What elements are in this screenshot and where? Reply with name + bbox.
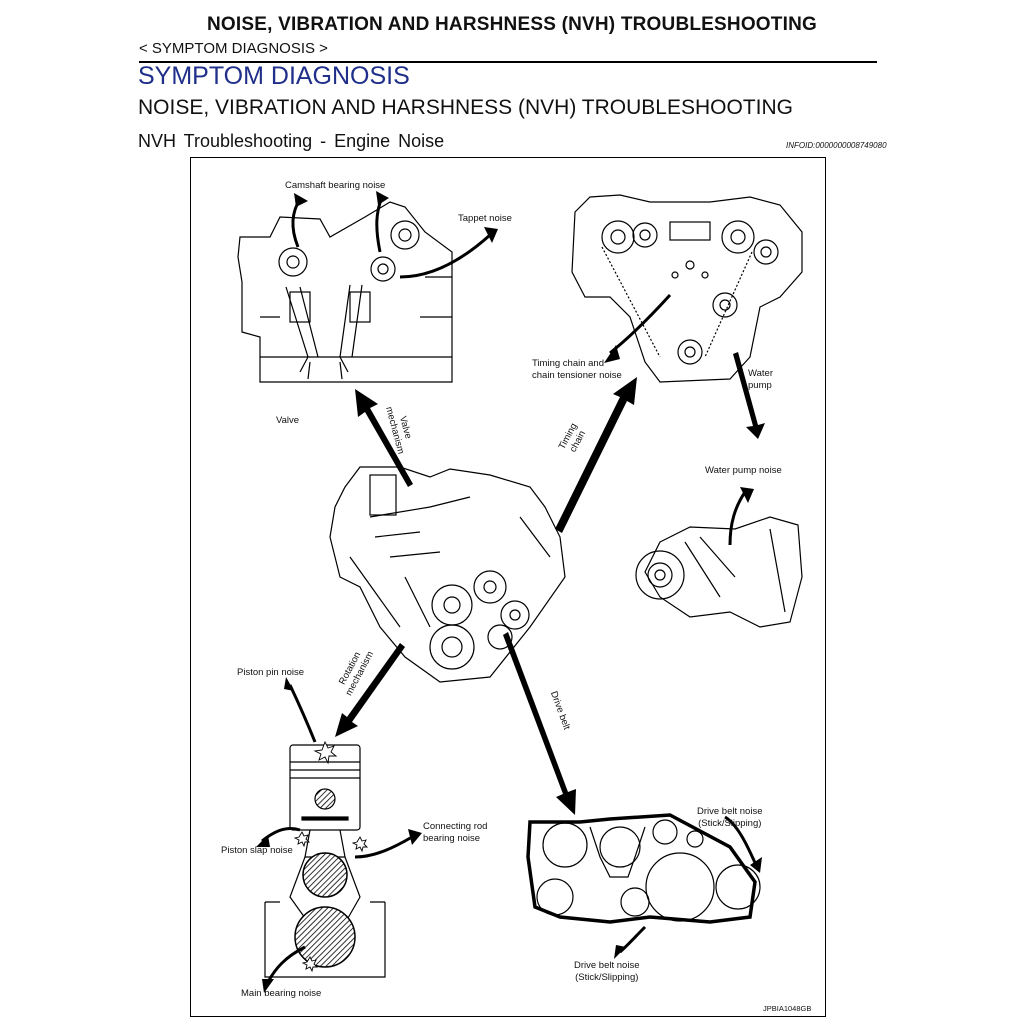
header-rule xyxy=(139,61,877,63)
connecting-rod-bearing-noise-label: Connecting rod bearing noise xyxy=(423,821,488,844)
valve-label: Valve xyxy=(276,415,300,426)
tappet-noise-label: Tappet noise xyxy=(458,213,512,224)
figure-frame xyxy=(190,157,826,1017)
camshaft-bearing-noise-label: Camshaft bearing noise xyxy=(285,180,386,191)
timing-chain-noise-label: Timing chain and chain tensioner noise xyxy=(532,358,622,381)
piston-pin-bearing xyxy=(314,788,336,810)
info-id: INFOID:0000000008749080 xyxy=(786,141,887,150)
figure-code: JPBIA1048GB xyxy=(763,1004,812,1013)
callout-arrowheads xyxy=(256,191,762,993)
breadcrumb: < SYMPTOM DIAGNOSIS > xyxy=(139,40,328,57)
running-header: NOISE, VIBRATION AND HARSHNESS (NVH) TRO… xyxy=(207,14,817,35)
engine-noise-diagram xyxy=(237,191,803,993)
main-bearing-noise-label: Main bearing noise xyxy=(241,988,322,999)
piston-slap-noise-label: Piston slap noise xyxy=(221,845,293,856)
drive-belt-noise-bottom-label: Drive belt noise (Stick/Slipping) xyxy=(574,960,640,983)
engine-assembly-drawing xyxy=(329,466,566,683)
main-arrows xyxy=(335,352,765,815)
piston-pin-noise-label: Piston pin noise xyxy=(237,667,305,678)
timing-chain-drawing xyxy=(571,194,803,383)
section-title: NVH Troubleshooting - Engine Noise xyxy=(138,131,445,151)
page-subtitle: NOISE, VIBRATION AND HARSHNESS (NVH) TRO… xyxy=(138,96,793,119)
cylinder-head-drawing xyxy=(237,201,453,383)
drive-belt-drawing xyxy=(526,813,761,924)
main-bearing xyxy=(294,906,356,968)
water-pump-label: Water pump xyxy=(748,368,773,391)
water-pump-noise-label: Water pump noise xyxy=(705,465,782,476)
noise-marks xyxy=(293,740,369,973)
connecting-rod-bearing xyxy=(302,852,348,898)
page-title: SYMPTOM DIAGNOSIS xyxy=(138,62,410,90)
drive-belt-noise-top-label: Drive belt noise (Stick/Slipping) xyxy=(697,806,763,829)
water-pump-drawing xyxy=(635,516,803,628)
